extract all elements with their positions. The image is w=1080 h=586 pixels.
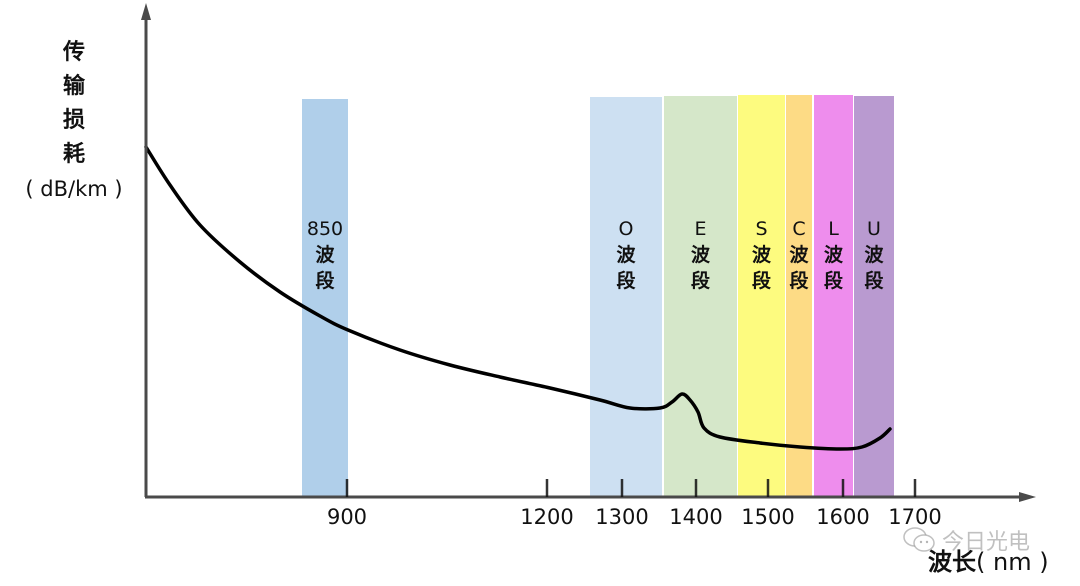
x-axis-arrow-icon <box>1019 492 1036 502</box>
band-label-char: 段 <box>751 270 772 292</box>
band-label-char: 段 <box>690 270 711 292</box>
curve-path <box>144 145 892 451</box>
wechat-icon <box>903 527 935 552</box>
x-tick-label-1500: 1500 <box>741 505 795 529</box>
x-tick-label-1400: 1400 <box>669 505 723 529</box>
y-axis-label-char: 耗 <box>62 142 85 167</box>
x-tick-label-1300: 1300 <box>595 505 649 529</box>
x-tick-label-1200: 1200 <box>520 505 574 529</box>
band-label-code: U <box>867 218 881 240</box>
watermark: 今日光电 <box>902 524 1030 556</box>
band-u <box>854 96 894 497</box>
band-o <box>590 97 662 497</box>
band-label-char: 段 <box>823 270 844 292</box>
band-label-code: E <box>694 218 707 240</box>
band-s <box>738 95 785 497</box>
band-label-code: O <box>618 218 634 240</box>
x-axis-unit: ( nm ) <box>976 548 1049 576</box>
wavelength-bands <box>302 95 894 497</box>
band-label-code: L <box>828 218 839 240</box>
x-axis-ticks <box>345 479 917 497</box>
band-label-code: 850 <box>306 218 344 240</box>
band-label-char: 波 <box>823 244 844 266</box>
band-c <box>786 95 812 497</box>
band-label-char: 波 <box>751 244 772 266</box>
band-label-char: 段 <box>616 270 636 292</box>
band-label-char: 段 <box>864 270 884 292</box>
x-tick-label-1700: 1700 <box>888 505 942 529</box>
band-label-char: 波 <box>690 244 711 266</box>
watermark-text: 今日光电 <box>942 530 1031 555</box>
x-tick-label-900: 900 <box>326 505 368 529</box>
band-label-char: 段 <box>315 270 335 292</box>
band-label-code: C <box>792 218 806 240</box>
y-axis-unit: ( dB/km ) <box>25 177 123 201</box>
x-tick-label-1600: 1600 <box>816 505 870 529</box>
y-axis-arrow-icon <box>141 3 151 20</box>
band-label-char: 波 <box>616 244 636 266</box>
band-e <box>664 96 737 497</box>
band-label-char: 波 <box>315 244 335 266</box>
y-axis-label-char: 传 <box>62 40 85 65</box>
band-label-code: S <box>755 218 768 240</box>
y-axis-label-char: 损 <box>62 108 85 133</box>
band-label-char: 段 <box>789 270 809 292</box>
band-850 <box>302 99 348 497</box>
x-axis-label-text: 波长 <box>928 548 976 576</box>
band-l <box>814 95 853 497</box>
attenuation-curve <box>144 145 892 451</box>
band-label-char: 波 <box>864 244 884 266</box>
x-axis-label: 波长( nm ) <box>928 542 1049 577</box>
y-axis-label: 传 输 损 耗 ( dB/km ) <box>14 36 134 206</box>
y-axis-label-char: 输 <box>62 74 85 99</box>
band-label-char: 波 <box>789 244 809 266</box>
band-label-850: 850 波段 <box>307 216 343 294</box>
